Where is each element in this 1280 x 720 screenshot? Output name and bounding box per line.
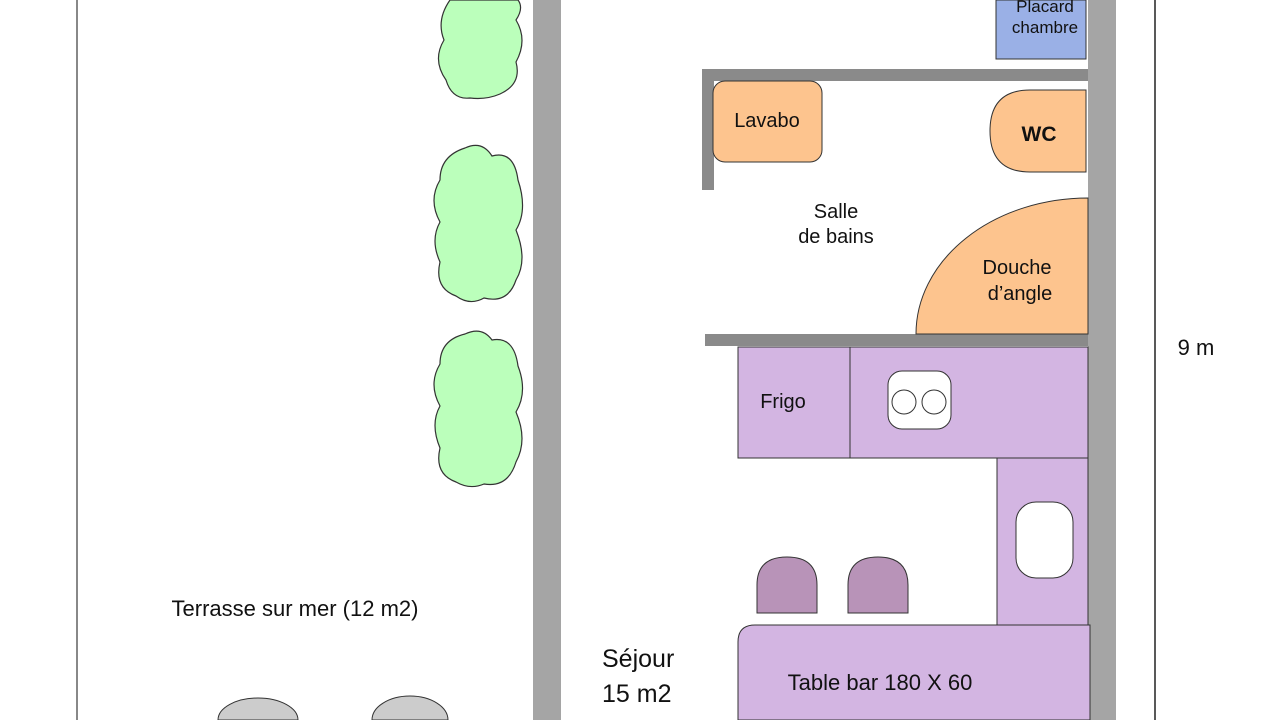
kitchen-sink xyxy=(1015,501,1074,579)
corner-shower xyxy=(915,197,1089,335)
burner-icon xyxy=(891,389,917,415)
toilet-label: WC xyxy=(1022,123,1057,146)
wall-bathroom-left xyxy=(702,69,714,190)
plant-icon xyxy=(433,144,524,303)
dimension-label: 9 m xyxy=(1178,335,1215,360)
burner-icon xyxy=(921,389,947,415)
chair-icon xyxy=(371,695,449,720)
toilet xyxy=(989,89,1087,173)
kitchen-counter xyxy=(849,346,1089,459)
sink-label: Lavabo xyxy=(734,110,800,132)
stool-icon xyxy=(847,556,909,614)
wall-bathroom-top xyxy=(702,69,1088,81)
wall-terrace xyxy=(533,0,561,720)
bathroom-label-1: Salle xyxy=(814,201,858,223)
chair-icon xyxy=(217,697,299,720)
plant-icon xyxy=(433,330,524,488)
bar-table-label: Table bar 180 X 60 xyxy=(788,670,973,695)
closet xyxy=(995,0,1087,60)
terrace-label: Terrasse sur mer (12 m2) xyxy=(172,596,419,621)
shower-label-1: Douche xyxy=(983,257,1052,279)
fridge-label: Frigo xyxy=(760,391,806,413)
bathroom-label-2: de bains xyxy=(798,226,874,248)
stool-icon xyxy=(756,556,818,614)
wall-exterior xyxy=(1088,0,1116,720)
bar-table xyxy=(737,624,1091,720)
shower-label-2: d’angle xyxy=(988,283,1053,305)
closet-label-1: Placard xyxy=(1016,0,1074,16)
living-room-label-2: 15 m2 xyxy=(602,680,671,708)
sink-bathroom xyxy=(712,80,823,163)
wall-bathroom-bottom xyxy=(705,334,1088,346)
cooktop xyxy=(887,370,952,430)
plants xyxy=(433,0,524,488)
plant-icon xyxy=(437,0,523,100)
closet-label-2: chambre xyxy=(1012,18,1078,37)
living-room-label-1: Séjour xyxy=(602,645,674,673)
